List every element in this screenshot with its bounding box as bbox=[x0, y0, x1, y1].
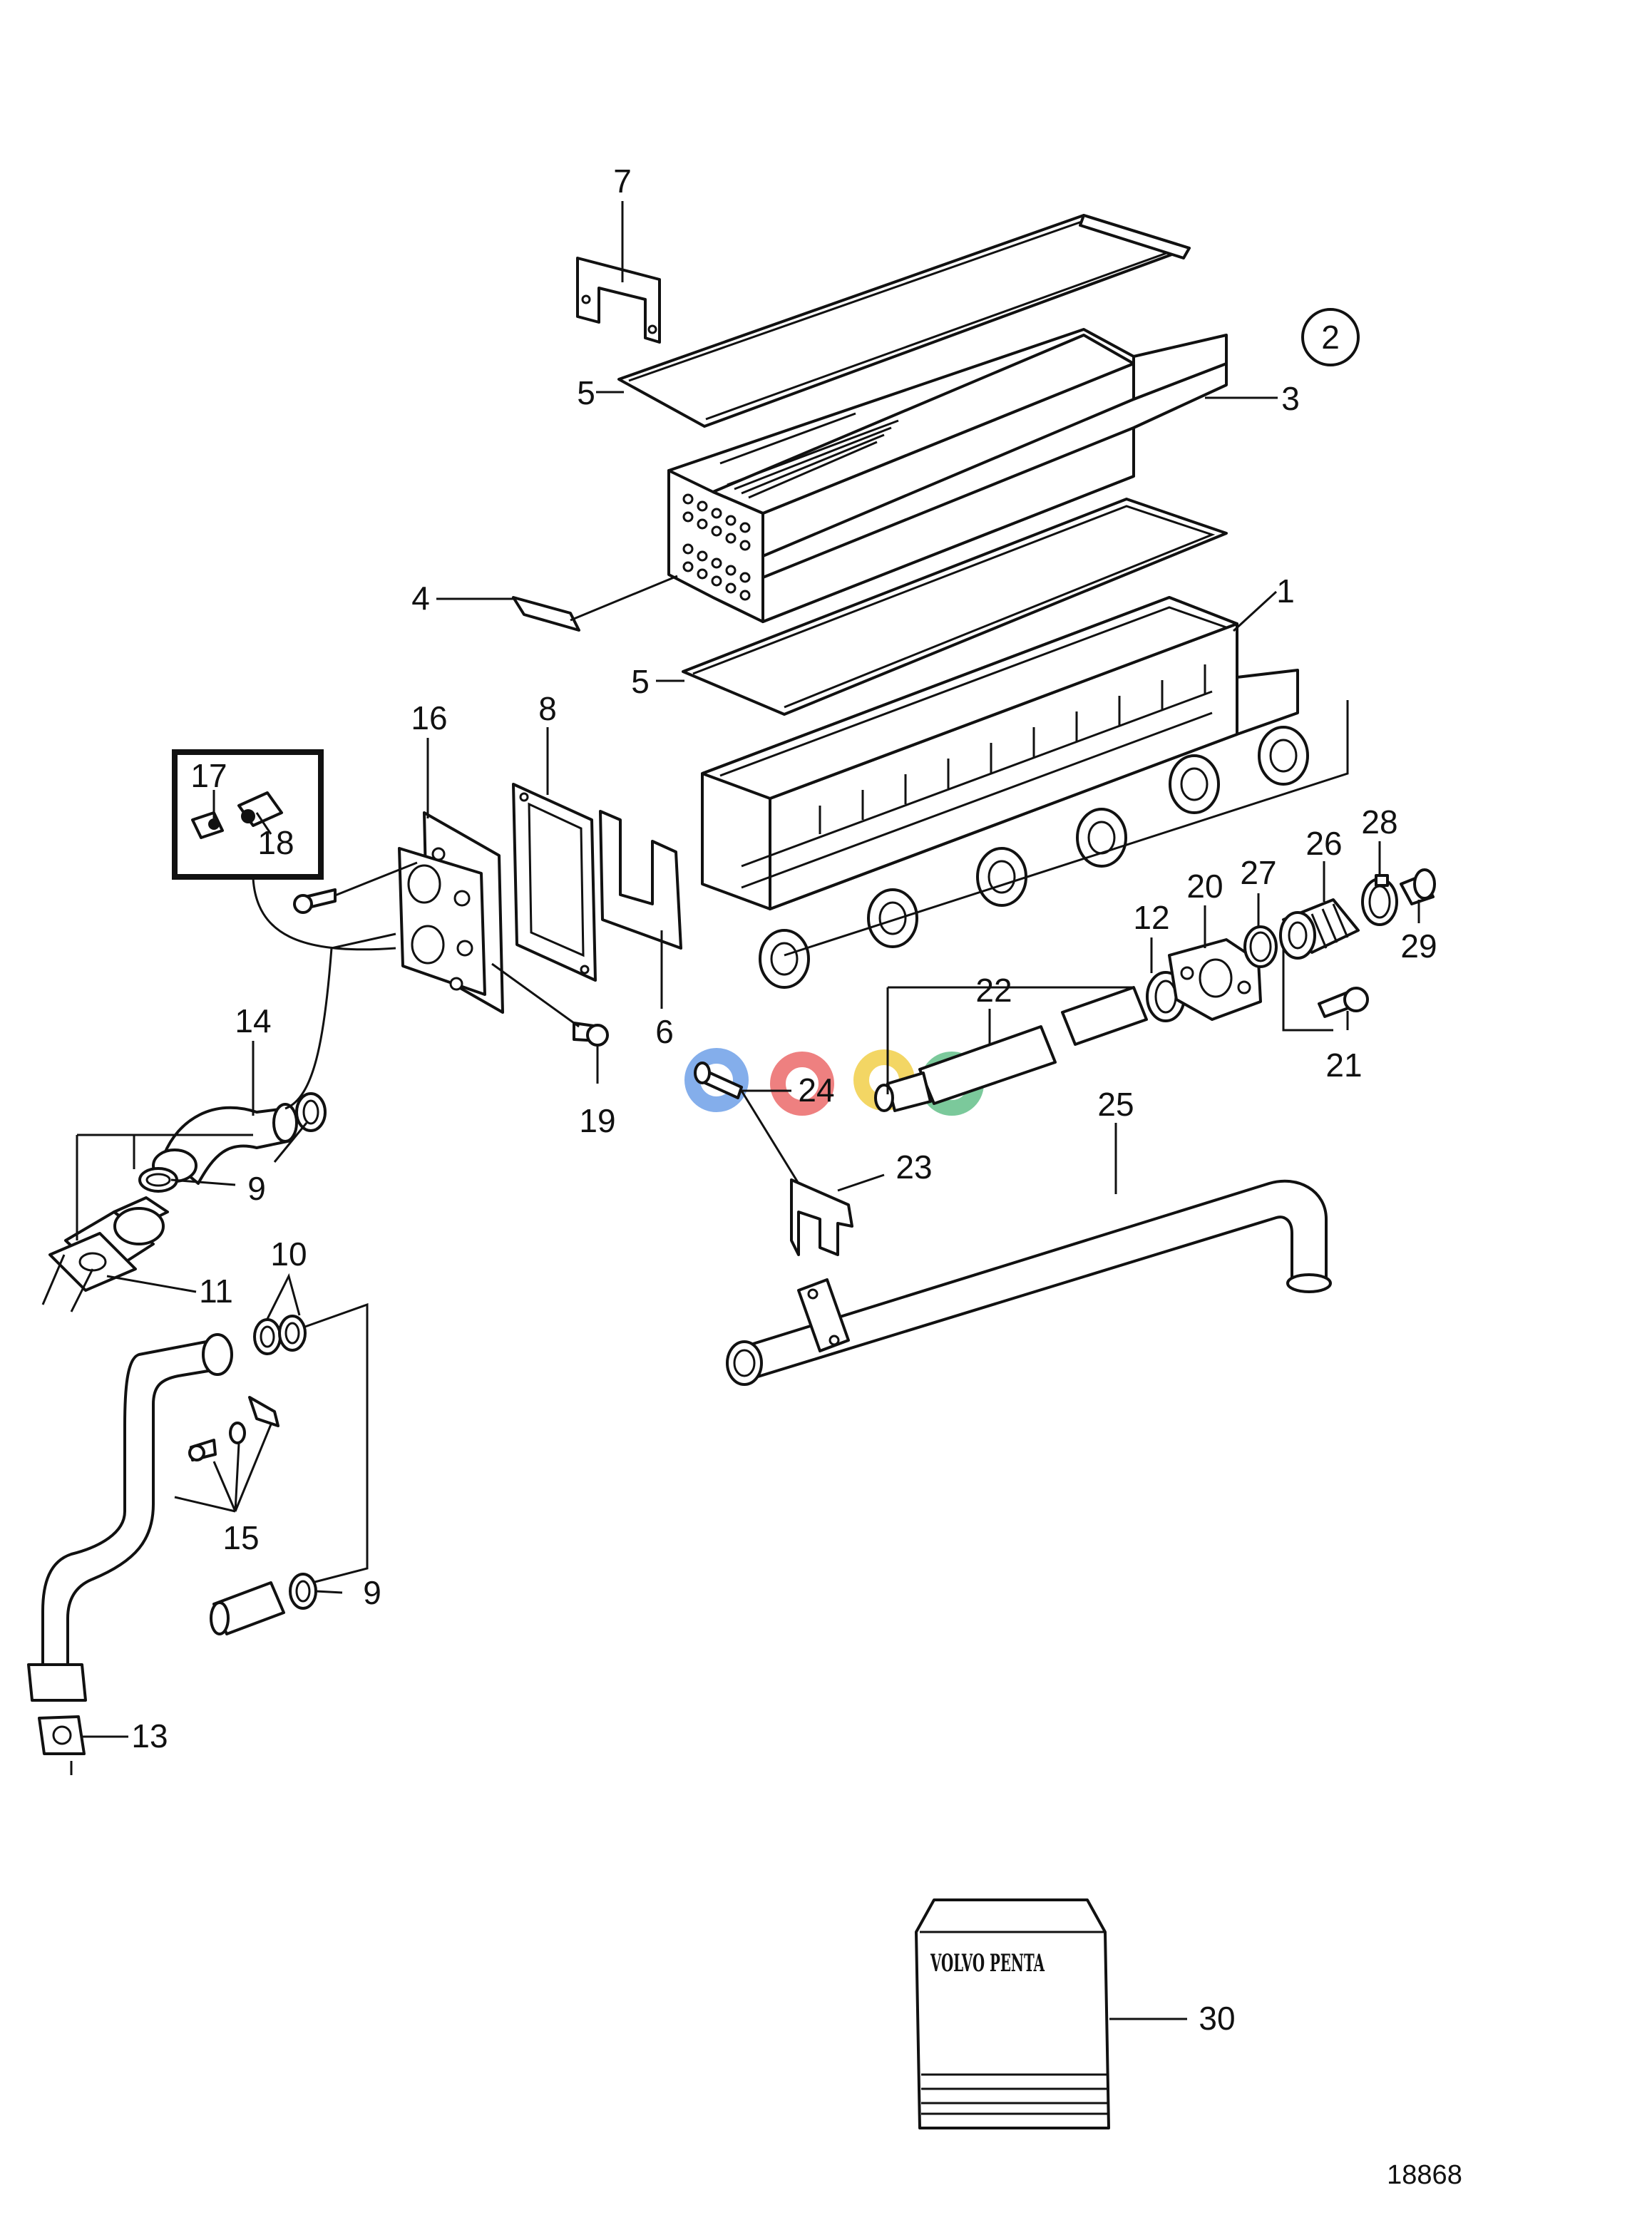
callout-labels: 7 5 3 4 1 5 16 8 17 18 28 26 27 20 12 29… bbox=[131, 163, 1437, 2037]
callout-9a: 9 bbox=[247, 1170, 266, 1207]
callout-7: 7 bbox=[613, 163, 632, 200]
bracket-7 bbox=[576, 257, 661, 344]
callout-20: 20 bbox=[1186, 868, 1223, 905]
callout-24: 24 bbox=[798, 1072, 834, 1109]
flange-11 bbox=[48, 1196, 169, 1292]
charge-air-cooler-core-3 bbox=[667, 328, 1228, 623]
gasket-5-lower bbox=[682, 498, 1228, 716]
callout-15: 15 bbox=[222, 1519, 259, 1556]
callout-19: 19 bbox=[579, 1102, 615, 1139]
callout-22: 22 bbox=[975, 972, 1012, 1009]
end-cover-16 bbox=[398, 811, 504, 1014]
section-badge: 2 bbox=[1321, 319, 1340, 356]
callout-5a: 5 bbox=[577, 374, 595, 411]
o-ring-9a bbox=[295, 1092, 327, 1132]
clamp-28 bbox=[1361, 874, 1398, 926]
callout-9b: 9 bbox=[363, 1574, 381, 1611]
sensor-inset-box bbox=[172, 749, 324, 880]
sensor-22 bbox=[874, 986, 1148, 1112]
callout-3: 3 bbox=[1281, 380, 1300, 417]
callout-13: 13 bbox=[131, 1717, 168, 1754]
bracket-6 bbox=[599, 810, 682, 950]
plug-29 bbox=[1400, 868, 1436, 905]
callout-1: 1 bbox=[1276, 572, 1295, 610]
callout-5b: 5 bbox=[631, 663, 650, 700]
callout-16: 16 bbox=[411, 699, 447, 736]
manual-logo: VOLVO PENTA bbox=[930, 1949, 1045, 1978]
guide-4 bbox=[512, 596, 580, 632]
manifold-housing-1 bbox=[701, 596, 1309, 989]
o-rings-10 bbox=[253, 1315, 307, 1355]
callout-30: 30 bbox=[1199, 2000, 1235, 2037]
pipe-elbow-14 bbox=[152, 1103, 298, 1185]
callout-8: 8 bbox=[538, 690, 557, 727]
pipe-25 bbox=[726, 1179, 1332, 1386]
callout-6: 6 bbox=[655, 1013, 674, 1050]
bolt-19 bbox=[573, 1022, 609, 1047]
callout-11: 11 bbox=[199, 1273, 233, 1310]
callout-28: 28 bbox=[1361, 803, 1397, 841]
figure-id: 18868 bbox=[1387, 2160, 1462, 2190]
clamp-23 bbox=[790, 1178, 853, 1256]
callout-21: 21 bbox=[1325, 1047, 1362, 1084]
callout-14: 14 bbox=[235, 1002, 271, 1039]
gasket-8 bbox=[512, 783, 597, 982]
o-ring-27 bbox=[1243, 925, 1278, 968]
flange-20 bbox=[1168, 938, 1262, 1021]
callout-26: 26 bbox=[1305, 825, 1342, 862]
fasteners-15 bbox=[188, 1396, 279, 1461]
coolant-pipe-13 bbox=[27, 1333, 233, 1755]
callout-4: 4 bbox=[411, 580, 430, 617]
callout-23: 23 bbox=[896, 1148, 932, 1186]
bolt-21 bbox=[1318, 987, 1369, 1018]
section-badge-circle bbox=[1301, 308, 1360, 366]
union-26 bbox=[1279, 898, 1360, 960]
instruction-manual-30: VOLVO PENTA bbox=[915, 1898, 1110, 2129]
callout-10: 10 bbox=[270, 1235, 307, 1273]
callout-27: 27 bbox=[1240, 854, 1276, 891]
bolt-24 bbox=[694, 1062, 743, 1099]
callout-25: 25 bbox=[1097, 1086, 1134, 1123]
callout-29: 29 bbox=[1400, 927, 1437, 965]
callout-17: 17 bbox=[190, 757, 227, 794]
callout-18: 18 bbox=[257, 824, 294, 861]
hose-9c bbox=[210, 1573, 317, 1635]
bolt-16a bbox=[293, 888, 337, 914]
callout-12: 12 bbox=[1133, 899, 1169, 936]
